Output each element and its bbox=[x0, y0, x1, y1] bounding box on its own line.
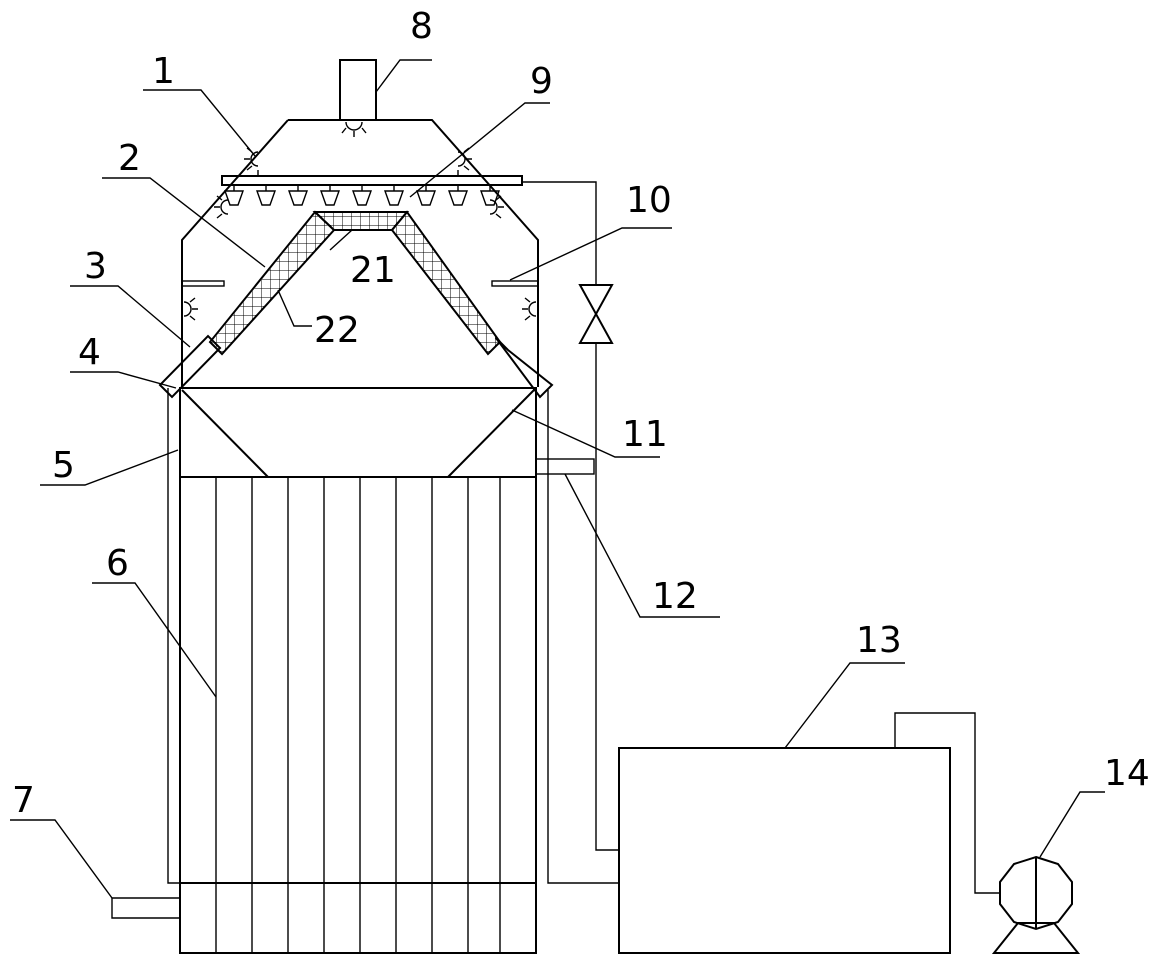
label-2: 2 bbox=[118, 138, 141, 179]
label-5: 5 bbox=[52, 445, 75, 486]
right-nozzle bbox=[491, 280, 539, 287]
label-3: 3 bbox=[84, 246, 107, 287]
label-11: 11 bbox=[622, 414, 668, 455]
label-12: 12 bbox=[652, 576, 698, 617]
baffles bbox=[181, 389, 535, 478]
drain-pipe bbox=[535, 458, 595, 475]
uv-lamp-icons bbox=[183, 121, 537, 321]
label-1: 1 bbox=[152, 51, 175, 92]
label-14: 14 bbox=[1104, 753, 1150, 794]
lamp-icon bbox=[183, 297, 198, 321]
catalyst-roof bbox=[208, 210, 502, 356]
label-7: 7 bbox=[12, 780, 35, 821]
label-22: 22 bbox=[314, 310, 360, 351]
lamp-icon bbox=[489, 195, 504, 219]
spray-pipe bbox=[221, 175, 523, 206]
left-nozzle bbox=[181, 280, 225, 287]
lamp-icon bbox=[214, 195, 229, 219]
label-13: 13 bbox=[856, 620, 902, 661]
tower-body bbox=[179, 119, 539, 954]
lamp-icon bbox=[522, 297, 537, 321]
pump-icon bbox=[991, 855, 1081, 954]
leader-lines bbox=[10, 59, 1105, 899]
label-9: 9 bbox=[530, 61, 553, 102]
label-8: 8 bbox=[410, 6, 433, 47]
outlet-duct bbox=[339, 59, 377, 121]
label-4: 4 bbox=[78, 332, 101, 373]
tank bbox=[618, 747, 951, 954]
piping bbox=[111, 181, 1000, 919]
tube-bundle bbox=[215, 477, 501, 953]
label-6: 6 bbox=[106, 543, 129, 584]
labels: 1 2 3 4 5 6 7 8 9 10 11 12 13 14 21 22 bbox=[12, 6, 1150, 821]
label-21: 21 bbox=[350, 250, 396, 291]
lamp-icon bbox=[341, 121, 367, 137]
valve-icon bbox=[578, 284, 614, 344]
label-10: 10 bbox=[626, 180, 672, 221]
